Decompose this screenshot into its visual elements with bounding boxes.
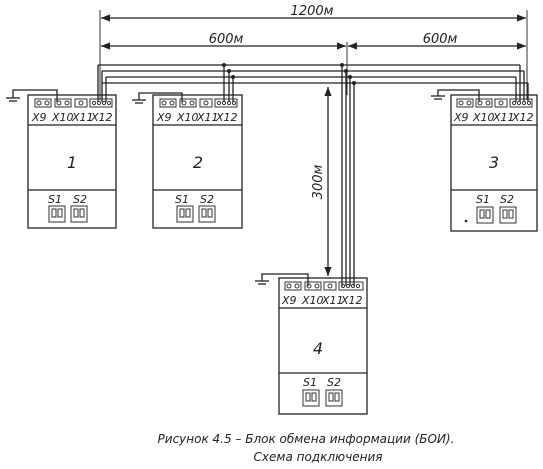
switch-label: S2 [500, 193, 514, 206]
block-number: 2 [193, 153, 203, 172]
dimension-vertical-label: 300м [311, 164, 326, 199]
dip-switch[interactable] [325, 389, 343, 407]
junction-dots [222, 63, 356, 85]
connector-label: X12 [511, 111, 534, 124]
connector-label: X11 [492, 111, 515, 124]
terminal-strip [456, 98, 533, 108]
bus-lines [97, 64, 529, 286]
block-1: X9 X10 X11 X12 1 S1 S2 [27, 94, 117, 229]
dip-switch[interactable] [176, 205, 194, 223]
block-3: X9 X10 X11 X12 3 S1 S2 [450, 94, 538, 232]
terminal-strip [159, 98, 238, 108]
connector-label: X12 [340, 294, 363, 307]
dimension-lines [99, 10, 528, 276]
terminal-strip [284, 281, 364, 291]
dimension-total-label: 1200м [291, 4, 334, 19]
dimension-right-label: 600м [423, 32, 458, 47]
connector-label: X10 [472, 111, 495, 124]
dip-switch[interactable] [48, 205, 66, 223]
switch-label: S2 [200, 193, 214, 206]
switch-label: S1 [175, 193, 189, 206]
mark-dot [464, 219, 468, 223]
connector-label: X9 [31, 111, 47, 124]
dip-switch[interactable] [198, 205, 216, 223]
connector-label: X9 [453, 111, 469, 124]
connector-label: X10 [51, 111, 74, 124]
ground-wires [6, 89, 480, 286]
block-number: 4 [313, 339, 323, 358]
block-2: X9 X10 X11 X12 2 S1 S2 [152, 94, 243, 229]
block-number: 3 [489, 153, 499, 172]
dip-switch[interactable] [499, 206, 517, 224]
terminal-strip [34, 98, 113, 108]
connector-label: X10 [301, 294, 324, 307]
connector-label: X9 [156, 111, 172, 124]
connector-label: X12 [215, 111, 238, 124]
connector-label: X9 [281, 294, 297, 307]
dip-switch[interactable] [302, 389, 320, 407]
switch-label: S1 [48, 193, 62, 206]
block-4: X9 X10 X11 X12 4 S1 S2 [278, 277, 368, 415]
switch-label: S1 [476, 193, 490, 206]
dip-switch[interactable] [476, 206, 494, 224]
block-number: 1 [67, 153, 77, 172]
caption-line-2: Схема подключения [254, 450, 383, 464]
switch-label: S1 [303, 376, 317, 389]
connector-label: X12 [90, 111, 113, 124]
switch-label: S2 [327, 376, 341, 389]
connector-label: X11 [71, 111, 94, 124]
caption-line-1: Рисунок 4.5 – Блок обмена информации (БО… [158, 432, 455, 446]
connector-label: X10 [176, 111, 199, 124]
dip-switch[interactable] [70, 205, 88, 223]
connector-label: X11 [196, 111, 219, 124]
switch-label: S2 [73, 193, 87, 206]
dimension-left-label: 600м [209, 32, 244, 47]
connector-label: X11 [321, 294, 344, 307]
